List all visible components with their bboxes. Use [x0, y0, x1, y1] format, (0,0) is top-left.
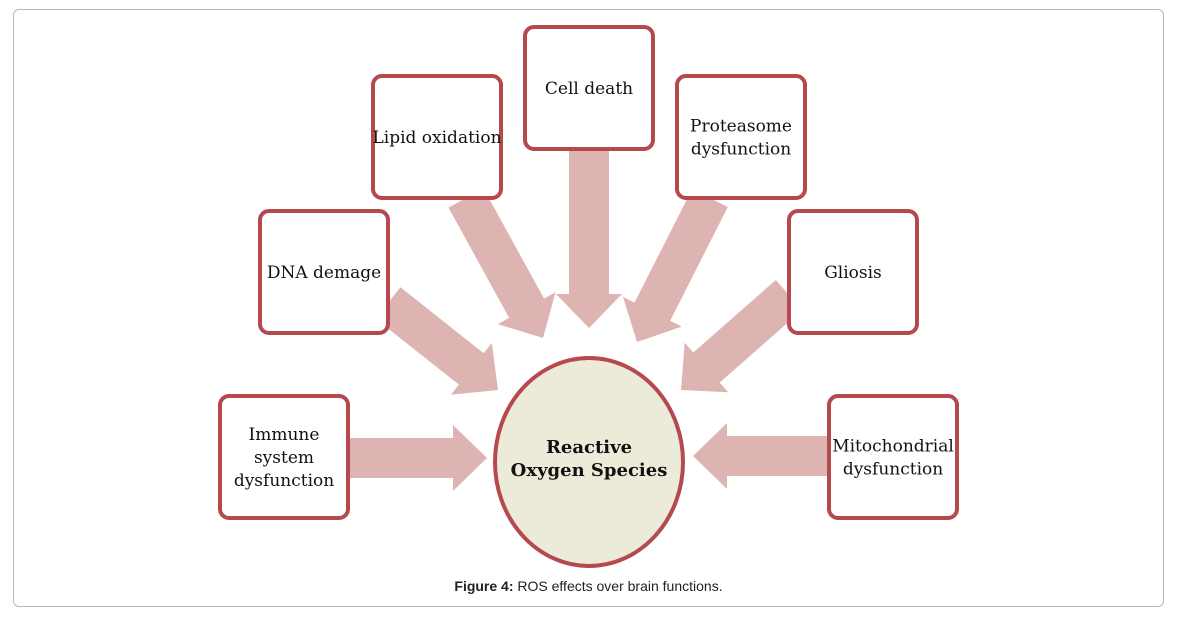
node-box: [218, 394, 350, 520]
node-dna: DNA demage: [258, 209, 390, 335]
arrow-lipid: [448, 188, 556, 338]
arrow-immune: [350, 425, 487, 491]
node-label: DNA demage: [267, 263, 381, 283]
node-label: Mitochondrial: [832, 437, 954, 457]
node-label: Immune: [249, 425, 320, 445]
node-label: Gliosis: [824, 263, 882, 283]
center-label-line2: Oxygen Species: [511, 460, 668, 481]
node-box: [787, 209, 919, 335]
node-label: dysfunction: [691, 140, 791, 160]
node-label: Lipid oxidation: [372, 128, 501, 148]
caption-text: ROS effects over brain functions.: [513, 578, 723, 594]
center-node: Reactive Oxygen Species: [493, 356, 685, 568]
node-mitochondrial: Mitochondrial dysfunction: [827, 394, 959, 520]
arrow-cell-death: [556, 149, 622, 328]
caption-label: Figure 4:: [454, 578, 514, 594]
node-box: [371, 74, 503, 200]
node-box: [675, 74, 807, 200]
node-proteasome: Proteasome dysfunction: [675, 74, 807, 200]
arrow-dna: [375, 287, 498, 395]
node-label: system: [254, 448, 314, 468]
figure-caption: Figure 4: ROS effects over brain functio…: [0, 578, 1177, 594]
node-label: Proteasome: [690, 117, 792, 137]
node-box: [258, 209, 390, 335]
node-label: dysfunction: [843, 460, 943, 480]
arrow-proteasome: [622, 189, 728, 342]
node-gliosis: Gliosis: [787, 209, 919, 335]
node-box: [827, 394, 959, 520]
node-label: Cell death: [545, 79, 633, 99]
center-ellipse: [493, 356, 685, 568]
arrow-mitochondrial: [693, 423, 829, 489]
center-label-line1: Reactive: [546, 437, 632, 458]
node-immune: Immune system dysfunction: [218, 394, 350, 520]
arrow-group: [350, 149, 829, 491]
node-box: [523, 25, 655, 151]
arrow-gliosis: [681, 280, 803, 393]
node-cell-death: Cell death: [523, 25, 655, 151]
node-label: dysfunction: [234, 471, 334, 491]
node-lipid: Lipid oxidation: [371, 74, 503, 200]
